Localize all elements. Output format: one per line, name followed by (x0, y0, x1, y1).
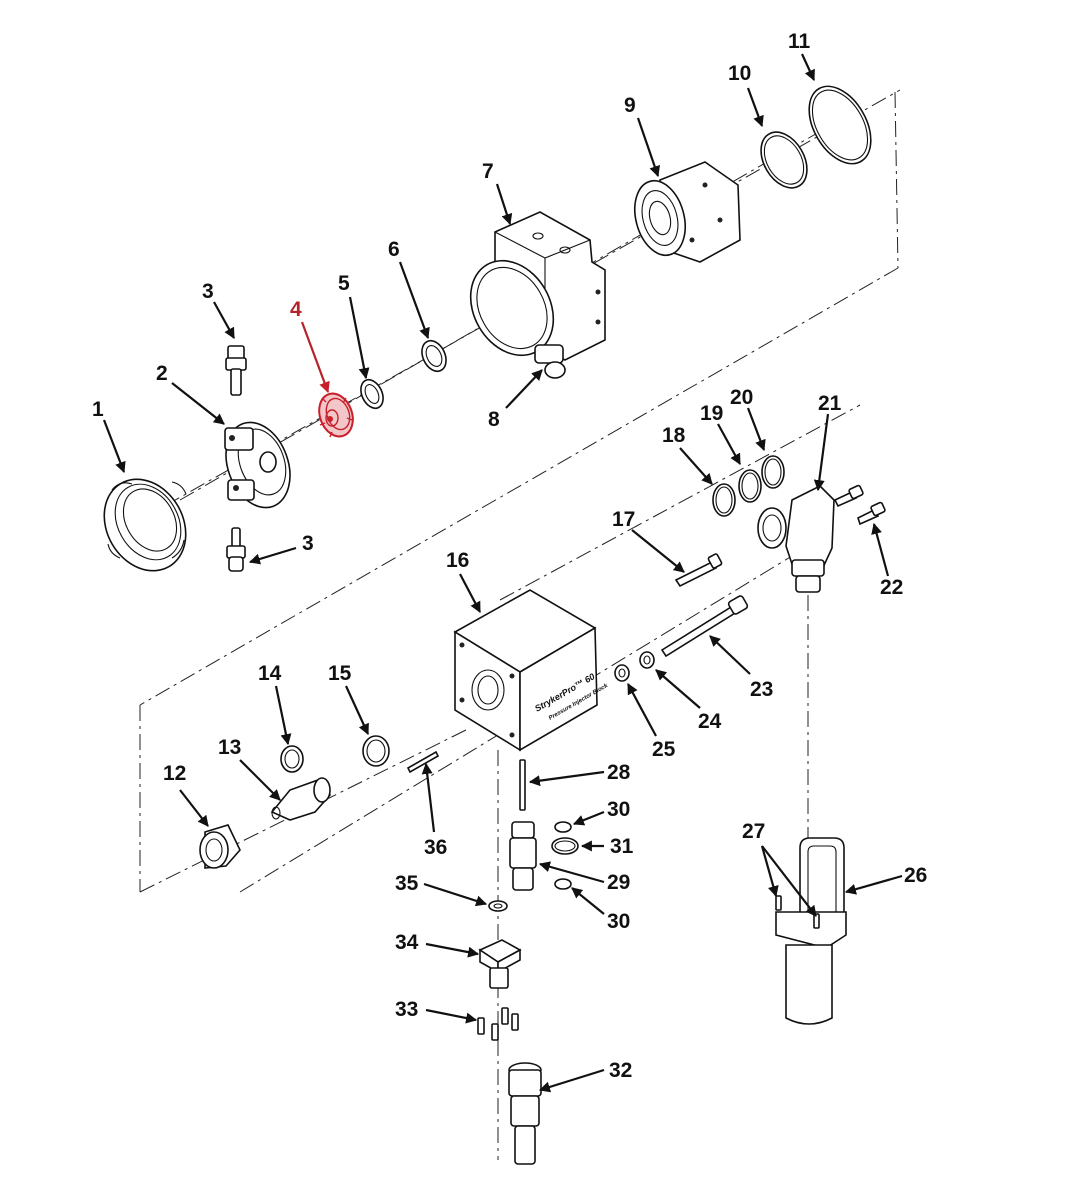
part-3-fitting-lower[interactable] (226, 527, 246, 572)
callout-8[interactable]: 8 (488, 408, 500, 431)
callout-27[interactable]: 27 (742, 820, 765, 843)
part-14-o-ring[interactable] (280, 745, 304, 773)
part-1-retaining-nut[interactable] (88, 464, 202, 585)
callout-4[interactable]: 4 (290, 298, 302, 321)
part-22-bolts[interactable] (833, 484, 886, 526)
callout-6[interactable]: 6 (388, 238, 400, 261)
callout-31[interactable]: 31 (610, 835, 634, 858)
part-18-o-ring[interactable] (712, 483, 736, 517)
callout-7[interactable]: 7 (482, 160, 494, 183)
part-12-nut[interactable] (199, 824, 241, 869)
callout-19[interactable]: 19 (700, 402, 723, 425)
part-3-fitting-upper[interactable] (225, 345, 247, 396)
callout-13[interactable]: 13 (218, 736, 241, 759)
part-26-canister[interactable] (775, 837, 847, 1025)
callout-17[interactable]: 17 (612, 508, 635, 531)
part-5-o-ring[interactable] (357, 376, 388, 412)
callout-23[interactable]: 23 (750, 678, 773, 701)
callout-28[interactable]: 28 (607, 761, 631, 784)
part-4-highlighted-seal[interactable] (313, 389, 358, 441)
part-15-o-ring[interactable] (362, 735, 390, 767)
part-29-valve-body[interactable] (509, 821, 537, 891)
part-36-small-pin[interactable] (406, 750, 440, 774)
callout-26[interactable]: 26 (904, 864, 927, 887)
part-2-clamp-ring[interactable] (215, 413, 301, 516)
callout-21[interactable]: 21 (818, 392, 842, 415)
part-25-washer[interactable] (614, 664, 630, 682)
part-35-washer[interactable] (488, 900, 508, 912)
part-33-screws[interactable] (477, 1007, 519, 1041)
callout-29[interactable]: 29 (607, 871, 630, 894)
callout-25[interactable]: 25 (652, 738, 676, 761)
callout-2[interactable]: 2 (156, 362, 168, 385)
callout-12[interactable]: 12 (163, 762, 186, 785)
callout-32[interactable]: 32 (609, 1059, 632, 1082)
callout-15[interactable]: 15 (328, 662, 352, 685)
callout-30-lower[interactable]: 30 (607, 910, 630, 933)
part-6-o-ring[interactable] (417, 337, 450, 375)
part-31-o-ring[interactable] (551, 837, 579, 855)
part-8-fitting[interactable] (534, 344, 566, 379)
part-20-o-ring[interactable] (761, 455, 785, 489)
part-24-washer[interactable] (639, 651, 655, 669)
callout-34[interactable]: 34 (395, 931, 419, 954)
callout-35[interactable]: 35 (395, 872, 419, 895)
part-9-motor-housing[interactable] (627, 161, 741, 263)
callout-11[interactable]: 11 (788, 30, 811, 53)
part-7-main-housing[interactable] (454, 211, 606, 370)
callout-3-lower[interactable]: 3 (302, 532, 314, 555)
callout-16[interactable]: 16 (446, 549, 469, 572)
callout-20[interactable]: 20 (730, 386, 753, 409)
part-10-o-ring[interactable] (752, 124, 817, 196)
part-30-o-ring-lower[interactable] (554, 878, 572, 890)
part-13-nozzle[interactable] (270, 777, 332, 821)
callout-14[interactable]: 14 (258, 662, 282, 685)
callout-30-upper[interactable]: 30 (607, 798, 630, 821)
callout-33[interactable]: 33 (395, 998, 418, 1021)
leader-arrows (102, 53, 903, 1093)
callout-9[interactable]: 9 (624, 94, 636, 117)
callout-10[interactable]: 10 (728, 62, 751, 85)
callout-3-upper[interactable]: 3 (202, 280, 214, 303)
part-30-o-ring-upper[interactable] (554, 821, 572, 833)
part-17-pin[interactable] (674, 553, 723, 588)
callout-24[interactable]: 24 (698, 710, 722, 733)
part-11-o-ring[interactable] (796, 76, 883, 175)
part-32-outlet-fitting[interactable] (508, 1062, 542, 1165)
part-34-mounting-plate[interactable] (478, 939, 522, 989)
part-21-elbow-adapter[interactable] (757, 485, 835, 593)
part-16-injector-block[interactable]: StrykerPro™ 60 Pressure Injector Block (453, 589, 610, 752)
part-28-needle[interactable] (519, 759, 526, 811)
part-19-o-ring[interactable] (738, 469, 762, 503)
callout-labels: 1 2 3 3 4 5 6 7 8 9 10 11 12 13 14 15 16… (92, 30, 927, 1082)
callout-22[interactable]: 22 (880, 576, 903, 599)
callout-18[interactable]: 18 (662, 424, 686, 447)
callout-36[interactable]: 36 (424, 836, 447, 859)
callout-5[interactable]: 5 (338, 272, 350, 295)
callout-1[interactable]: 1 (92, 398, 104, 421)
part-23-long-bolt[interactable] (660, 595, 749, 658)
